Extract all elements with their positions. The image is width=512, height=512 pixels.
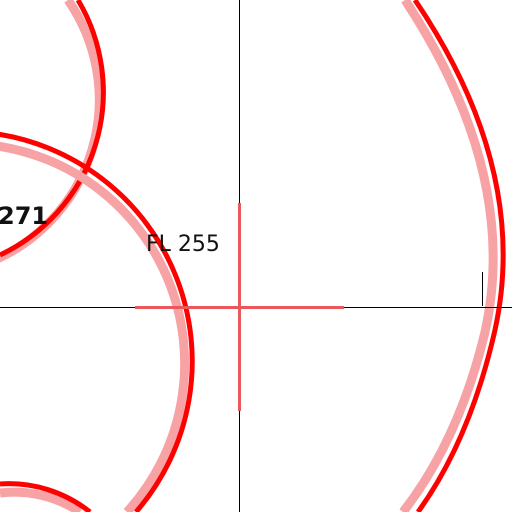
range-ring-top-left <box>0 0 106 263</box>
range-ring-lower-left <box>0 131 195 512</box>
range-ring-right <box>399 0 506 512</box>
flight-level-label: FL 255 <box>146 232 220 257</box>
range-ring-bottom-left <box>0 481 92 512</box>
route-number-label: 271 <box>0 202 49 230</box>
crosshair-cursor-icon[interactable] <box>135 203 344 411</box>
